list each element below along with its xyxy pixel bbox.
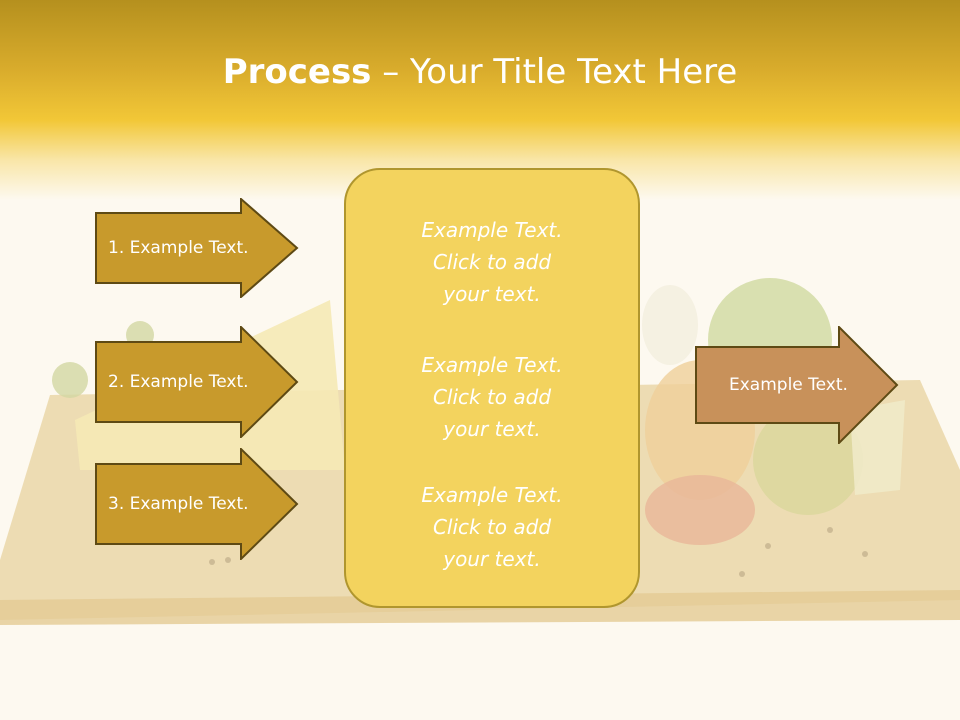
arrow-shape-icon <box>95 448 299 560</box>
title-bold: Process <box>222 52 372 92</box>
title-rest: – Your Title Text Here <box>371 52 738 92</box>
panel-line: Example Text. <box>421 218 563 242</box>
arrow-shape-icon <box>95 198 299 298</box>
panel-text-block-2[interactable]: Example Text. Click to add your text. <box>346 349 638 445</box>
arrow-shape-icon <box>95 326 299 438</box>
page-title: Process – Your Title Text Here <box>0 52 960 92</box>
step-arrow-1[interactable]: 1. Example Text. <box>95 198 299 298</box>
result-arrow[interactable]: Example Text. <box>695 326 899 444</box>
title-banner <box>0 0 960 200</box>
result-arrow-label: Example Text. <box>729 375 848 395</box>
panel-line: Example Text. <box>421 353 563 377</box>
panel-line: Click to add <box>432 515 552 539</box>
panel-line: Example Text. <box>421 483 563 507</box>
panel-text-block-3[interactable]: Example Text. Click to add your text. <box>346 479 638 575</box>
step-arrow-3[interactable]: 3. Example Text. <box>95 448 299 560</box>
panel-line: your text. <box>443 417 541 441</box>
step-arrow-2[interactable]: 2. Example Text. <box>95 326 299 438</box>
panel-line: your text. <box>443 282 541 306</box>
step-arrow-3-label: 3. Example Text. <box>108 494 249 514</box>
step-arrow-2-label: 2. Example Text. <box>108 372 249 392</box>
panel-text-block-1[interactable]: Example Text. Click to add your text. <box>346 214 638 310</box>
step-arrow-1-label: 1. Example Text. <box>108 238 249 258</box>
arrow-shape-icon <box>695 326 899 444</box>
center-text-panel[interactable]: Example Text. Click to add your text. Ex… <box>344 168 640 608</box>
panel-line: your text. <box>443 547 541 571</box>
panel-line: Click to add <box>432 385 552 409</box>
panel-line: Click to add <box>432 250 552 274</box>
